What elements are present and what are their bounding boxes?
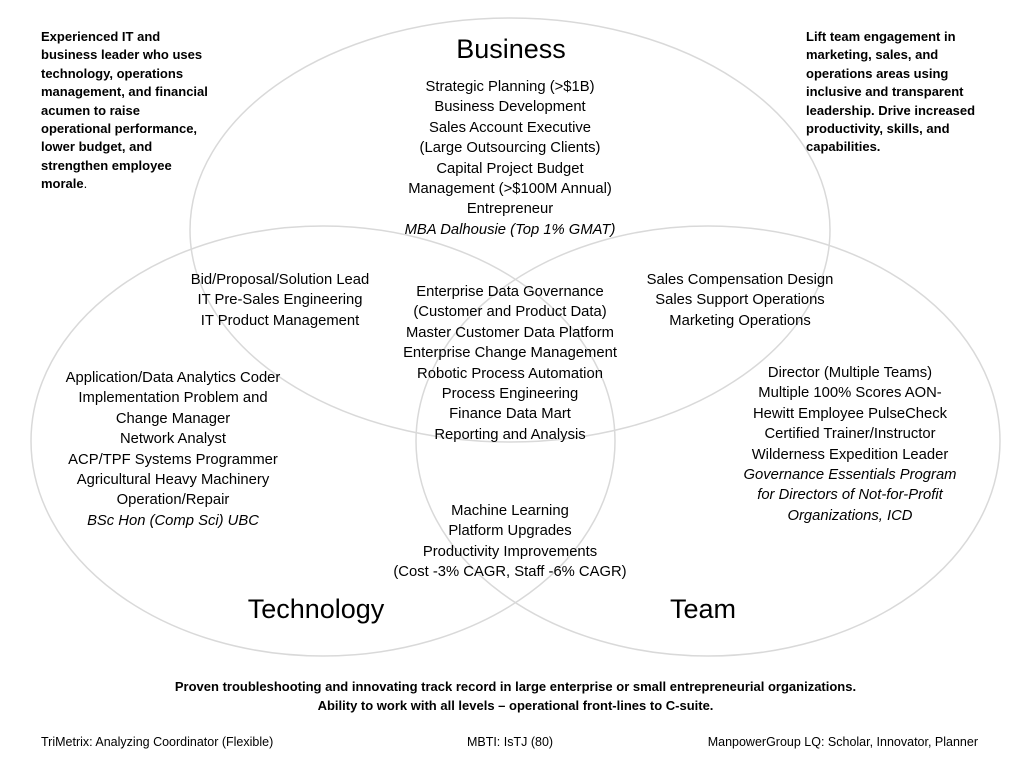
summary-left: Experienced IT and business leader who u… xyxy=(41,28,213,194)
business-team-overlap: Sales Compensation Design Sales Support … xyxy=(610,270,870,331)
center-item: (Customer and Product Data) xyxy=(413,304,607,321)
overlap-item: Marketing Operations xyxy=(669,312,811,329)
business-technology-overlap: Bid/Proposal/Solution Lead IT Pre-Sales … xyxy=(150,270,410,331)
team-item: Wilderness Expedition Leader xyxy=(751,446,949,463)
overlap-item: Productivity Improvements xyxy=(422,543,598,560)
overlap-item: Sales Compensation Design xyxy=(646,272,834,288)
bottom-line-2: Ability to work with all levels – operat… xyxy=(317,697,714,713)
team-item: Director (Multiple Teams) xyxy=(767,365,933,381)
center-item: Master Customer Data Platform xyxy=(405,324,615,341)
technology-item: Change Manager xyxy=(115,410,231,427)
center-item: Reporting and Analysis xyxy=(434,426,586,443)
technology-item: ACP/TPF Systems Programmer xyxy=(68,451,278,468)
center-item: Robotic Process Automation xyxy=(417,365,603,382)
business-item: Sales Account Executive xyxy=(428,119,592,136)
technology-circle xyxy=(30,225,616,657)
business-item: (Large Outsourcing Clients) xyxy=(419,140,601,157)
summary-right: Lift team engagement in marketing, sales… xyxy=(806,29,976,155)
business-item: Management (>$100M Annual) xyxy=(408,181,612,198)
bottom-line-1: Proven troubleshooting and innovating tr… xyxy=(174,679,857,694)
business-item: Strategic Planning (>$1B) xyxy=(425,79,595,95)
overlap-item: Machine Learning xyxy=(451,503,569,519)
overlap-item: Platform Upgrades xyxy=(448,523,572,540)
team-credential-line: Governance Essentials Program xyxy=(743,467,957,484)
technology-item: Operation/Repair xyxy=(116,492,230,509)
center-overlap: Enterprise Data Governance (Customer and… xyxy=(370,282,650,445)
business-item: Business Development xyxy=(434,99,586,116)
technology-item: Application/Data Analytics Coder xyxy=(65,370,281,386)
business-title: Business xyxy=(456,34,566,64)
business-circle xyxy=(189,17,831,443)
overlap-item: IT Pre-Sales Engineering xyxy=(197,292,363,309)
footer-trimetrix: TriMetrix: Analyzing Coordinator (Flexib… xyxy=(41,735,274,749)
team-credential-line: Organizations, ICD xyxy=(787,507,913,524)
center-item: Process Engineering xyxy=(441,386,579,403)
business-list: Strategic Planning (>$1B) Business Devel… xyxy=(362,77,658,240)
technology-team-overlap: Machine Learning Platform Upgrades Produ… xyxy=(370,501,650,583)
center-item: Enterprise Change Management xyxy=(403,345,617,362)
center-item: Finance Data Mart xyxy=(449,406,571,423)
technology-credential: BSc Hon (Comp Sci) UBC xyxy=(87,512,259,529)
overlap-item: Sales Support Operations xyxy=(655,292,825,309)
technology-list: Application/Data Analytics Coder Impleme… xyxy=(38,368,308,531)
team-circle xyxy=(415,225,1001,657)
overlap-item: Bid/Proposal/Solution Lead xyxy=(190,272,370,288)
center-item: Enterprise Data Governance xyxy=(416,284,604,300)
footer-manpower: ManpowerGroup LQ: Scholar, Innovator, Pl… xyxy=(707,735,978,749)
overlap-item: IT Product Management xyxy=(200,312,360,329)
team-title: Team xyxy=(669,594,737,624)
business-credential: MBA Dalhousie (Top 1% GMAT) xyxy=(404,221,616,238)
team-credential-line: for Directors of Not-for-Profit xyxy=(757,487,943,504)
team-item: Multiple 100% Scores AON- xyxy=(758,385,942,402)
overlap-item: (Cost -3% CAGR, Staff -6% CAGR) xyxy=(393,564,627,581)
team-item: Hewitt Employee PulseCheck xyxy=(752,405,948,422)
technology-item: Network Analyst xyxy=(119,431,227,448)
technology-item: Agricultural Heavy Machinery xyxy=(76,472,270,489)
summary-left-end: . xyxy=(83,176,88,192)
technology-title: Technology xyxy=(247,594,385,624)
technology-item: Implementation Problem and xyxy=(78,390,268,407)
summary-left-text: Experienced IT and business leader who u… xyxy=(41,29,208,192)
business-item: Entrepreneur xyxy=(466,201,554,218)
business-item: Capital Project Budget xyxy=(436,160,584,177)
footer-mbti: MBTI: IsTJ (80) xyxy=(466,735,554,749)
team-list: Director (Multiple Teams) Multiple 100% … xyxy=(716,363,984,526)
team-item: Certified Trainer/Instructor xyxy=(764,426,936,443)
bottom-statement: Proven troubleshooting and innovating tr… xyxy=(0,678,1031,715)
